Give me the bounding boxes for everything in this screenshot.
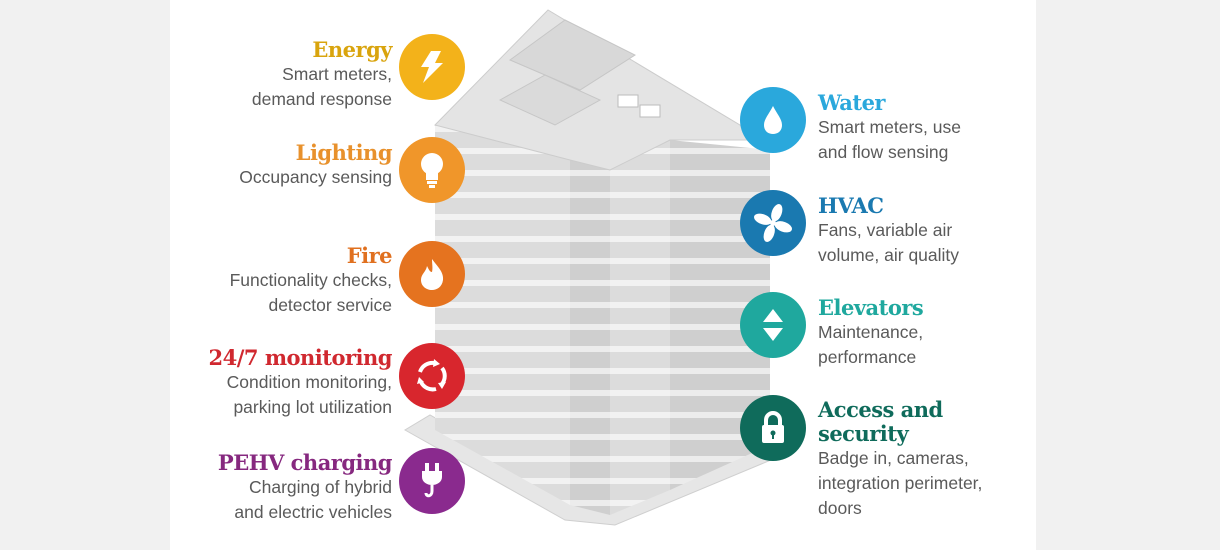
- plug-icon: [417, 461, 447, 501]
- padlock-icon: [758, 410, 788, 446]
- pehv-charging-description: Charging of hybrid: [249, 477, 392, 497]
- access-and-security-description: integration perimeter,: [818, 473, 983, 493]
- water-description: Smart meters, use: [818, 117, 961, 137]
- pehv-charging-badge: [399, 448, 465, 514]
- water-title: Water: [818, 90, 886, 115]
- lighting-title: Lighting: [295, 140, 393, 165]
- 24-7-monitoring-description: Condition monitoring,: [226, 372, 392, 392]
- flame-icon: [417, 256, 447, 292]
- elevators-title: Elevators: [818, 295, 924, 320]
- access-and-security-description: Badge in, cameras,: [818, 448, 969, 468]
- fire-description: Functionality checks,: [229, 270, 392, 290]
- water-drop-icon: [761, 104, 785, 136]
- hvac-description: Fans, variable air: [818, 220, 953, 240]
- elevators-description: performance: [818, 347, 917, 367]
- lighting-badge: [399, 137, 465, 203]
- 24-7-monitoring-description: parking lot utilization: [233, 397, 392, 417]
- lightning-icon: [417, 49, 447, 85]
- elevator-arrows-icon: [761, 307, 785, 343]
- elevators-description: Maintenance,: [818, 322, 924, 342]
- elevators-badge: [740, 292, 806, 358]
- hvac-title: HVAC: [818, 193, 884, 218]
- lighting-description: Occupancy sensing: [239, 167, 392, 187]
- fan-icon: [753, 203, 793, 243]
- energy-title: Energy: [312, 37, 392, 62]
- pehv-charging-description: and electric vehicles: [234, 502, 392, 522]
- access-and-security-badge: [740, 395, 806, 461]
- building-illustration: [404, 9, 796, 526]
- 24-7-monitoring-title: 24/7 monitoring: [208, 345, 393, 370]
- fire-badge: [399, 241, 465, 307]
- energy-description: demand response: [251, 89, 392, 109]
- energy-description: Smart meters,: [282, 64, 392, 84]
- access-and-security-title: Access and security: [818, 397, 943, 446]
- pehv-charging-title: PEHV charging: [217, 450, 393, 475]
- light-bulb-icon: [417, 150, 447, 190]
- hvac-badge: [740, 190, 806, 256]
- cycle-arrows-icon: [412, 356, 452, 396]
- fire-description: detector service: [268, 295, 392, 315]
- hvac-description: volume, air quality: [818, 245, 960, 265]
- access-and-security-description: doors: [818, 498, 862, 518]
- fire-title: Fire: [346, 243, 393, 268]
- 24-7-monitoring-badge: [399, 343, 465, 409]
- water-badge: [740, 87, 806, 153]
- energy-badge: [399, 34, 465, 100]
- water-description: and flow sensing: [818, 142, 949, 162]
